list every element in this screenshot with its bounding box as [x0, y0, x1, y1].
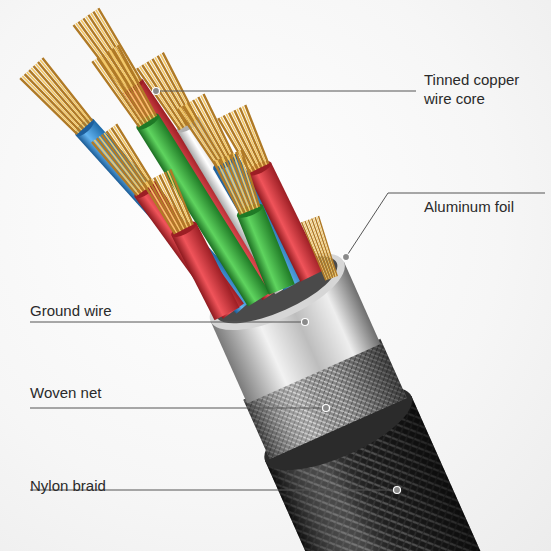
leader-dot — [153, 88, 160, 95]
leader-dot — [343, 254, 350, 261]
leader-line — [156, 91, 416, 92]
part-label: Woven net — [30, 383, 190, 402]
leader-dot — [302, 319, 309, 326]
part-label: Aluminum foil — [424, 197, 549, 216]
leader-dot — [394, 487, 401, 494]
leader-lines — [30, 91, 545, 490]
cable-body — [7, 0, 551, 551]
insulated-wires — [7, 0, 344, 361]
ground-wire — [302, 216, 340, 281]
leader-line — [30, 322, 305, 323]
part-label: Nylon braid — [30, 476, 190, 495]
part-label: Tinned copper wire core — [424, 70, 536, 108]
leader-line — [30, 408, 326, 409]
part-label: Ground wire — [30, 301, 190, 320]
leader-dots — [153, 88, 401, 494]
leader-dot — [323, 405, 330, 412]
